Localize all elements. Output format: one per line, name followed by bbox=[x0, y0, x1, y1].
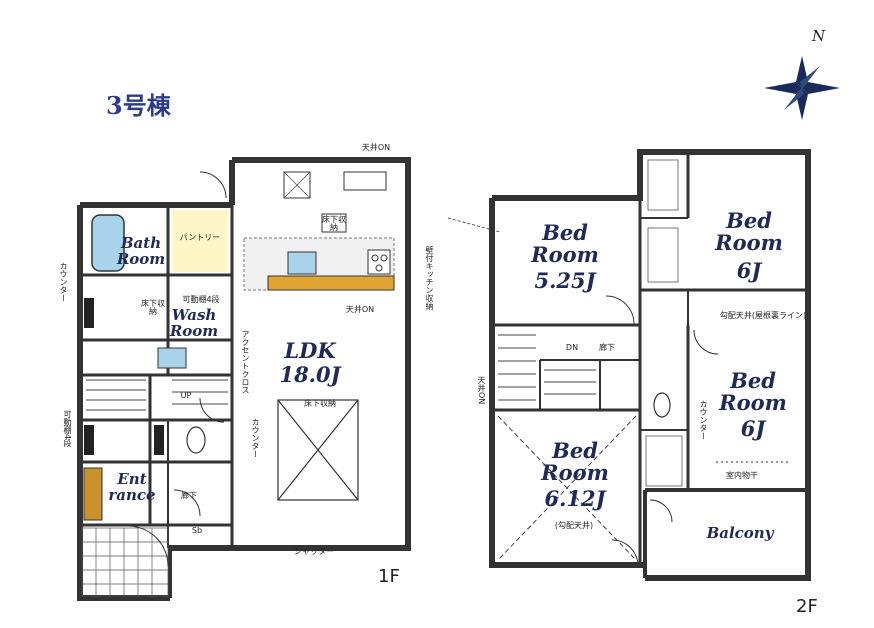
column bbox=[84, 425, 94, 455]
toilet bbox=[653, 392, 671, 418]
laundry-label: 室内物干 bbox=[726, 471, 758, 480]
shutter-label: シャッター bbox=[294, 547, 334, 556]
underfloor-storage bbox=[321, 213, 347, 233]
bathtub bbox=[91, 214, 125, 272]
shoe-storage-label: Sb bbox=[191, 526, 203, 535]
stairs-1f bbox=[86, 379, 228, 411]
pantry-area bbox=[172, 210, 228, 272]
floor-label-2f: 2F bbox=[796, 596, 818, 617]
ldk-size: 18.0J bbox=[279, 362, 341, 387]
cabinet-right-label: 壁付キッチン収納 bbox=[425, 246, 434, 310]
bedroom-1-label: Bed Room bbox=[531, 220, 599, 268]
shoe-cabinet bbox=[83, 467, 103, 521]
bedroom-3-label: Bed Room bbox=[719, 368, 787, 416]
closets-2f bbox=[645, 159, 683, 487]
pantry-label: パントリー bbox=[179, 233, 221, 242]
leader-line bbox=[447, 217, 501, 233]
wash-room-label: Wash Room bbox=[169, 306, 219, 340]
stairs-2f bbox=[498, 334, 596, 401]
ceiling-2f-label: 天井ON bbox=[477, 376, 486, 405]
counter-2f-label: カウンター bbox=[699, 400, 708, 440]
wash-storage-label: 床下収納 bbox=[141, 299, 165, 317]
second-floor-walls bbox=[489, 149, 811, 581]
first-floor-walls bbox=[77, 157, 411, 601]
ldk-label: LDK bbox=[284, 338, 336, 363]
hall-1f-label: 廊下 bbox=[181, 491, 197, 500]
wash-note: 可動棚4段 bbox=[182, 295, 220, 304]
north-label: N bbox=[812, 27, 826, 45]
storage-top-label: 床下収納 bbox=[322, 215, 346, 233]
accent-cross-label: アクセントクロス bbox=[241, 330, 250, 394]
fridge bbox=[283, 171, 311, 199]
dn-label: DN bbox=[565, 343, 579, 352]
kitchen-counter-top bbox=[267, 275, 395, 291]
cooktop bbox=[367, 249, 391, 275]
up-label: UP bbox=[180, 391, 192, 400]
bedroom-2-label: Bed Room bbox=[715, 208, 783, 256]
bedroom-2-size: 6J bbox=[736, 258, 762, 283]
vaulted-ceiling bbox=[497, 415, 637, 561]
ceiling-top-label: 天井ON bbox=[361, 143, 391, 152]
door-swings-2f bbox=[605, 295, 719, 567]
bath-room-label: Bath Room bbox=[116, 234, 166, 268]
kitchen-sink bbox=[287, 251, 317, 275]
counter-mid-label: カウンター bbox=[251, 418, 260, 458]
hall-2f-label: 廊下 bbox=[599, 343, 615, 352]
bedroom-1-size: 5.25J bbox=[534, 268, 596, 293]
wash-basin bbox=[157, 347, 187, 369]
entrance-tile bbox=[81, 527, 169, 597]
storage-box bbox=[343, 171, 387, 191]
bedroom-4-size: 6.12J bbox=[544, 486, 606, 511]
ldk-void bbox=[277, 399, 359, 501]
loft-line-label: 勾配天井(屋根裏ライン) bbox=[719, 311, 807, 320]
floor-label-1f: 1F bbox=[378, 566, 400, 587]
left-shelf-label: 可動棚4段 bbox=[63, 410, 72, 448]
bedroom-3-size: 6J bbox=[740, 416, 766, 441]
storage-hall-label: 床下収納 bbox=[304, 399, 336, 408]
burner bbox=[380, 254, 388, 262]
building-label: 3号棟 bbox=[106, 91, 171, 120]
compass-rose bbox=[764, 56, 840, 120]
toilet bbox=[186, 426, 206, 454]
door-swings-1f bbox=[127, 171, 227, 567]
bedroom-4-label: Bed Room bbox=[541, 438, 609, 486]
bedroom-4-note: (勾配天井) bbox=[554, 521, 594, 530]
burner bbox=[371, 254, 379, 262]
ceiling-mid-label: 天井ON bbox=[345, 305, 375, 314]
balcony-label: Balcony bbox=[706, 524, 774, 542]
column bbox=[84, 298, 94, 328]
entrance-label: Ent rance bbox=[108, 470, 156, 504]
counter-left-label: カウンター bbox=[59, 262, 68, 302]
burner bbox=[375, 264, 383, 272]
column bbox=[154, 425, 164, 455]
